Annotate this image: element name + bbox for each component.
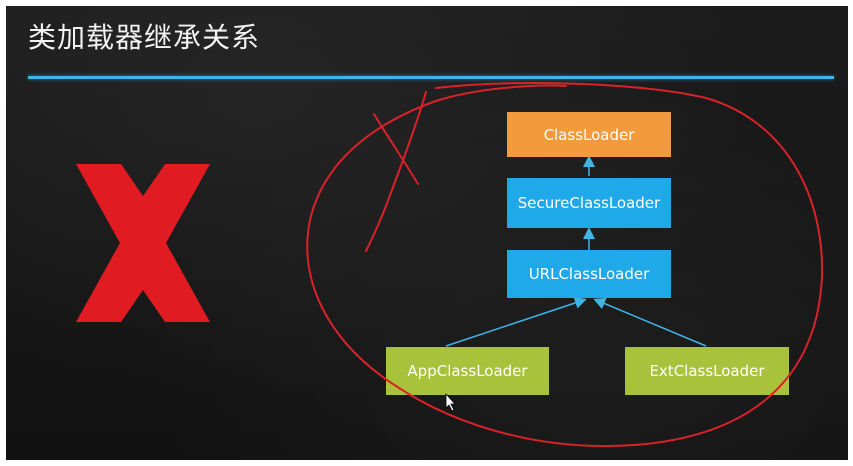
title-underline (28, 76, 834, 79)
slide: 类加载器继承关系 ClassLoader SecureClassLoader U… (6, 6, 848, 460)
node-extclassloader: ExtClassLoader (625, 347, 789, 395)
node-secureclassloader: SecureClassLoader (507, 178, 671, 228)
node-urlclassloader: URLClassLoader (507, 250, 671, 298)
arrow-ext-to-url (593, 297, 707, 347)
node-classloader: ClassLoader (507, 112, 671, 157)
node-appclassloader: AppClassLoader (386, 347, 549, 395)
slide-title: 类加载器继承关系 (28, 21, 261, 54)
arrow-app-to-url (445, 297, 587, 347)
